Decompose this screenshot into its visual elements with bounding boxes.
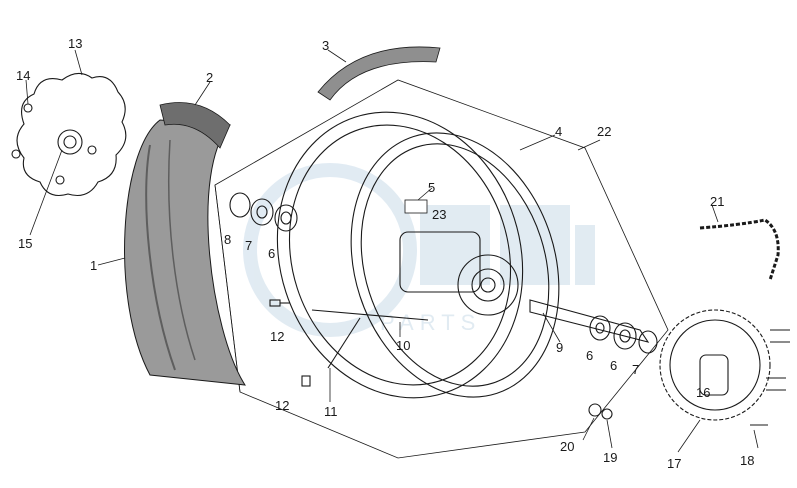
kit-outline	[214, 79, 669, 459]
spoke	[311, 309, 429, 321]
callout-14: 14	[16, 68, 30, 83]
watermark: PARTS	[243, 163, 595, 337]
tire-tread	[145, 144, 176, 371]
callout-4: 4	[555, 124, 562, 139]
callout-8: 8	[224, 232, 231, 247]
screw-12-top	[269, 299, 290, 307]
callout-10: 10	[396, 338, 410, 353]
callout-6-right-b: 6	[610, 358, 617, 373]
wheel-hub	[399, 231, 519, 316]
washer-19	[601, 408, 613, 420]
tire	[124, 119, 246, 386]
hub-label-box	[404, 199, 428, 214]
sprocket-bolts	[750, 329, 790, 426]
spoke-nipple	[327, 317, 361, 369]
callout-6-right-a: 6	[586, 348, 593, 363]
callout-16: 16	[696, 385, 710, 400]
rim-tape	[317, 46, 441, 101]
callout-19: 19	[603, 450, 617, 465]
inner-tube	[159, 102, 231, 149]
callout-labels: 1 2 3 4 5 6 6 6 7 7 8 9 10 11 12 12 13 1…	[16, 36, 754, 471]
wheel-rim	[276, 111, 560, 399]
callout-18: 18	[740, 453, 754, 468]
callout-3: 3	[322, 38, 329, 53]
chain	[699, 218, 780, 281]
callout-2: 2	[206, 70, 213, 85]
nut-20	[588, 403, 602, 417]
tire-tread-2	[168, 139, 196, 361]
callout-9: 9	[556, 340, 563, 355]
axle	[529, 299, 650, 343]
callout-6-left: 6	[268, 246, 275, 261]
callout-22: 22	[597, 124, 611, 139]
brake-disc	[16, 72, 127, 197]
callout-12-top: 12	[270, 329, 284, 344]
screw-12-bottom	[301, 375, 311, 387]
callout-5: 5	[428, 180, 435, 195]
callout-23: 23	[432, 207, 446, 222]
callout-11: 11	[324, 404, 338, 419]
callout-7-left: 7	[245, 238, 252, 253]
left-bearings	[229, 192, 298, 232]
callout-15: 15	[18, 236, 32, 251]
sprocket	[659, 309, 771, 421]
callout-17: 17	[667, 456, 681, 471]
right-bearings	[589, 315, 658, 354]
callout-7-right: 7	[632, 362, 639, 377]
outline-edge	[214, 184, 241, 393]
callout-12-bottom: 12	[275, 398, 289, 413]
callout-20: 20	[560, 439, 574, 454]
callout-13: 13	[68, 36, 82, 51]
watermark-text: PARTS	[380, 310, 481, 335]
callout-21: 21	[710, 194, 724, 209]
leader-lines	[25, 49, 759, 453]
disc-bolts	[11, 103, 97, 185]
callout-1: 1	[90, 258, 97, 273]
